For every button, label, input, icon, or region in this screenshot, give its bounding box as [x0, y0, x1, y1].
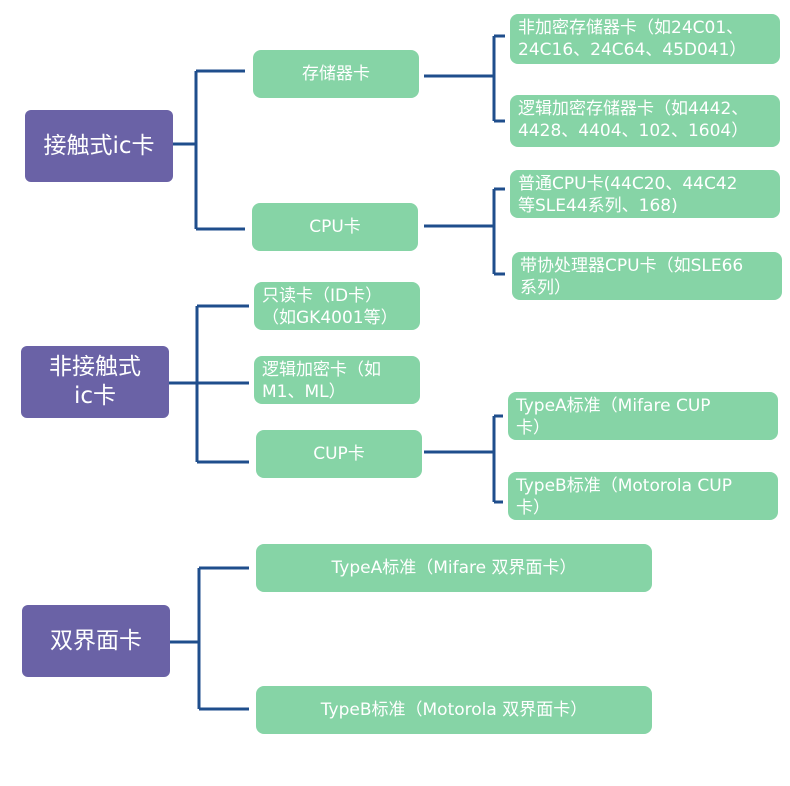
category-contact-ic-card: 接触式ic卡: [25, 110, 173, 182]
connector-cpu-card: [424, 187, 505, 276]
node-logic-encrypted-memory-card: 逻辑加密存储器卡（如4442、 4428、4404、102、1604）: [510, 95, 780, 147]
connector-contactless-trunk: [169, 304, 249, 464]
connector-contact-trunk: [173, 69, 245, 231]
node-cpu-card: CPU卡: [252, 203, 418, 251]
node-standard-cpu-card: 普通CPU卡(44C20、44C42 等SLE44系列、168): [510, 170, 780, 218]
connector-memory-card: [424, 34, 505, 123]
node-typeb-motorola-dual-interface: TypeB标准（Motorola 双界面卡）: [256, 686, 652, 734]
node-non-encrypted-memory-card: 非加密存储器卡（如24C01、 24C16、24C64、45D041）: [510, 14, 780, 64]
node-memory-card: 存储器卡: [253, 50, 419, 98]
node-cup-card: CUP卡: [256, 430, 422, 478]
node-typea-mifare-cup-card: TypeA标准（Mifare CUP 卡）: [508, 392, 778, 440]
node-typea-mifare-dual-interface: TypeA标准（Mifare 双界面卡）: [256, 544, 652, 592]
connector-cup-card: [424, 414, 503, 504]
category-contactless-ic-card: 非接触式 ic卡: [21, 346, 169, 418]
node-coprocessor-cpu-card: 带协处理器CPU卡（如SLE66 系列）: [512, 252, 782, 300]
node-logic-encrypted-card: 逻辑加密卡（如 M1、ML）: [254, 356, 420, 404]
connector-dual-interface-trunk: [170, 566, 249, 711]
category-dual-interface-card: 双界面卡: [22, 605, 170, 677]
node-typeb-motorola-cup-card: TypeB标准（Motorola CUP 卡）: [508, 472, 778, 520]
node-read-only-card: 只读卡（ID卡） （如GK4001等）: [254, 282, 420, 330]
